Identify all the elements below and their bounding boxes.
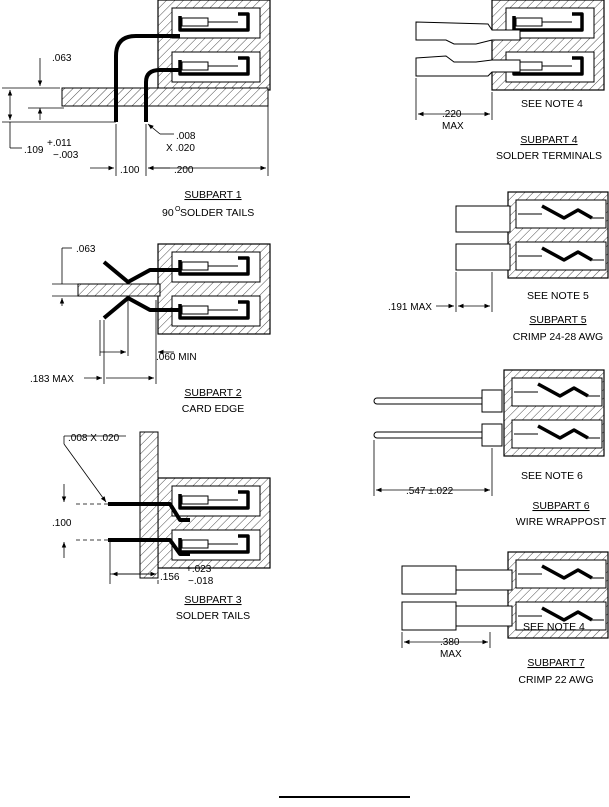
subpart-7: .380 MAX SEE NOTE 4 SUBPART 7 CRIMP 22 A… <box>401 550 609 686</box>
subpart-1-dim-x020: X .020 <box>166 143 195 154</box>
subpart-7-caption-desc: CRIMP 22 AWG <box>518 674 593 686</box>
subpart-1-dim-008: .008 <box>176 131 196 142</box>
subpart-1-caption-desc-num: 90 <box>162 207 174 219</box>
subpart-1-housing <box>156 0 272 92</box>
subpart-4-dim-220: .220 <box>442 109 462 120</box>
subpart-5-caption-title: SUBPART 5 <box>529 314 586 326</box>
subpart-4-caption-desc: SOLDER TERMINALS <box>496 150 602 162</box>
subpart-3-dim-156: .156 <box>160 572 180 583</box>
subpart-1-board <box>61 87 269 107</box>
subpart-5-crimp-lower <box>455 243 511 271</box>
subpart-6-post-lower <box>373 431 499 439</box>
subpart-1: .063 .109 +.011 −.003 .008 X .020 .100 .… <box>2 0 272 219</box>
subpart-5-dim-191max: .191 MAX <box>388 302 432 313</box>
subpart-4-housing <box>490 0 606 92</box>
subpart-1-tail-lower <box>144 68 180 122</box>
subpart-4-note: SEE NOTE 4 <box>521 98 583 110</box>
subpart-7-caption-title: SUBPART 7 <box>527 657 584 669</box>
subpart-1-caption-desc-sup: O <box>175 206 181 213</box>
subpart-7-barrel-upper <box>401 565 457 595</box>
subpart-3: .008 X .020 .100 .156 +.023 −.018 SUBPAR… <box>52 431 272 622</box>
subpart-3-tail-lower <box>108 538 190 556</box>
subpart-7-dim-max: MAX <box>440 649 462 660</box>
subpart-3-housing <box>156 476 272 570</box>
subpart-3-tail-upper <box>108 502 190 522</box>
subpart-4-caption-title: SUBPART 4 <box>520 134 577 146</box>
subpart-5-crimp-upper <box>455 205 511 233</box>
subpart-6-note: SEE NOTE 6 <box>521 470 583 482</box>
subpart-7-dim-380: .380 <box>440 637 460 648</box>
subpart-1-dim-109-plus: +.011 <box>47 138 72 149</box>
subpart-2-dim-063: .063 <box>76 244 96 255</box>
subpart-1-tail-upper <box>114 34 180 122</box>
subpart-5-note: SEE NOTE 5 <box>527 290 589 302</box>
subpart-3-dim-156-plus: +.023 <box>186 564 212 575</box>
subpart-1-dim-109: .109 <box>24 145 44 156</box>
subpart-2: .063 .060 MIN .183 MAX SUBPART 2 CARD ED… <box>30 242 272 415</box>
subpart-1-dim-109-minus: −.003 <box>53 150 79 161</box>
subpart-2-caption-title: SUBPART 2 <box>184 387 241 399</box>
subpart-2-contact-upper <box>102 260 180 284</box>
subpart-6-caption-desc: WIRE WRAPPOST <box>516 516 607 528</box>
subpart-6: .547 ±.022 SEE NOTE 6 SUBPART 6 WIRE WRA… <box>373 368 607 528</box>
subpart-1-dim-063: .063 <box>52 53 72 64</box>
subpart-6-dim-547: .547 ±.022 <box>406 486 454 497</box>
subpart-3-dim-100: .100 <box>52 518 72 529</box>
subpart-6-post-upper <box>373 397 499 405</box>
subpart-3-caption-desc: SOLDER TAILS <box>176 610 250 622</box>
subpart-4-terminal-upper <box>415 21 521 45</box>
subpart-1-dim-200: .200 <box>174 165 194 176</box>
subpart-4: .220 MAX SEE NOTE 4 SUBPART 4 SOLDER TER… <box>415 0 606 162</box>
subpart-2-dim-183max: .183 MAX <box>30 374 74 385</box>
subpart-1-caption-title: SUBPART 1 <box>184 189 241 201</box>
subpart-2-contact-lower <box>102 296 180 320</box>
subpart-7-note: SEE NOTE 4 <box>523 621 585 633</box>
subpart-1-caption-desc-rest: SOLDER TAILS <box>180 207 254 219</box>
subpart-6-caption-title: SUBPART 6 <box>532 500 589 512</box>
subpart-3-caption-title: SUBPART 3 <box>184 594 241 606</box>
subpart-2-caption-desc: CARD EDGE <box>182 403 244 415</box>
subpart-6-housing <box>502 368 606 458</box>
subpart-3-dim-008x020: .008 X .020 <box>68 433 120 444</box>
subpart-2-card <box>77 283 161 297</box>
subpart-5-caption-desc: CRIMP 24-28 AWG <box>513 331 603 343</box>
subpart-4-terminal-lower <box>415 55 521 77</box>
subpart-2-housing <box>156 242 272 336</box>
subpart-4-dim-max: MAX <box>442 121 464 132</box>
subpart-5-housing <box>506 190 609 280</box>
subpart-5: .191 MAX SEE NOTE 5 SUBPART 5 CRIMP 24-2… <box>388 190 609 343</box>
subpart-2-dim-060min: .060 MIN <box>156 352 197 363</box>
subpart-1-dim-100: .100 <box>120 165 140 176</box>
subpart-3-dim-156-minus: −.018 <box>188 576 214 587</box>
subpart-7-barrel-lower <box>401 601 457 631</box>
